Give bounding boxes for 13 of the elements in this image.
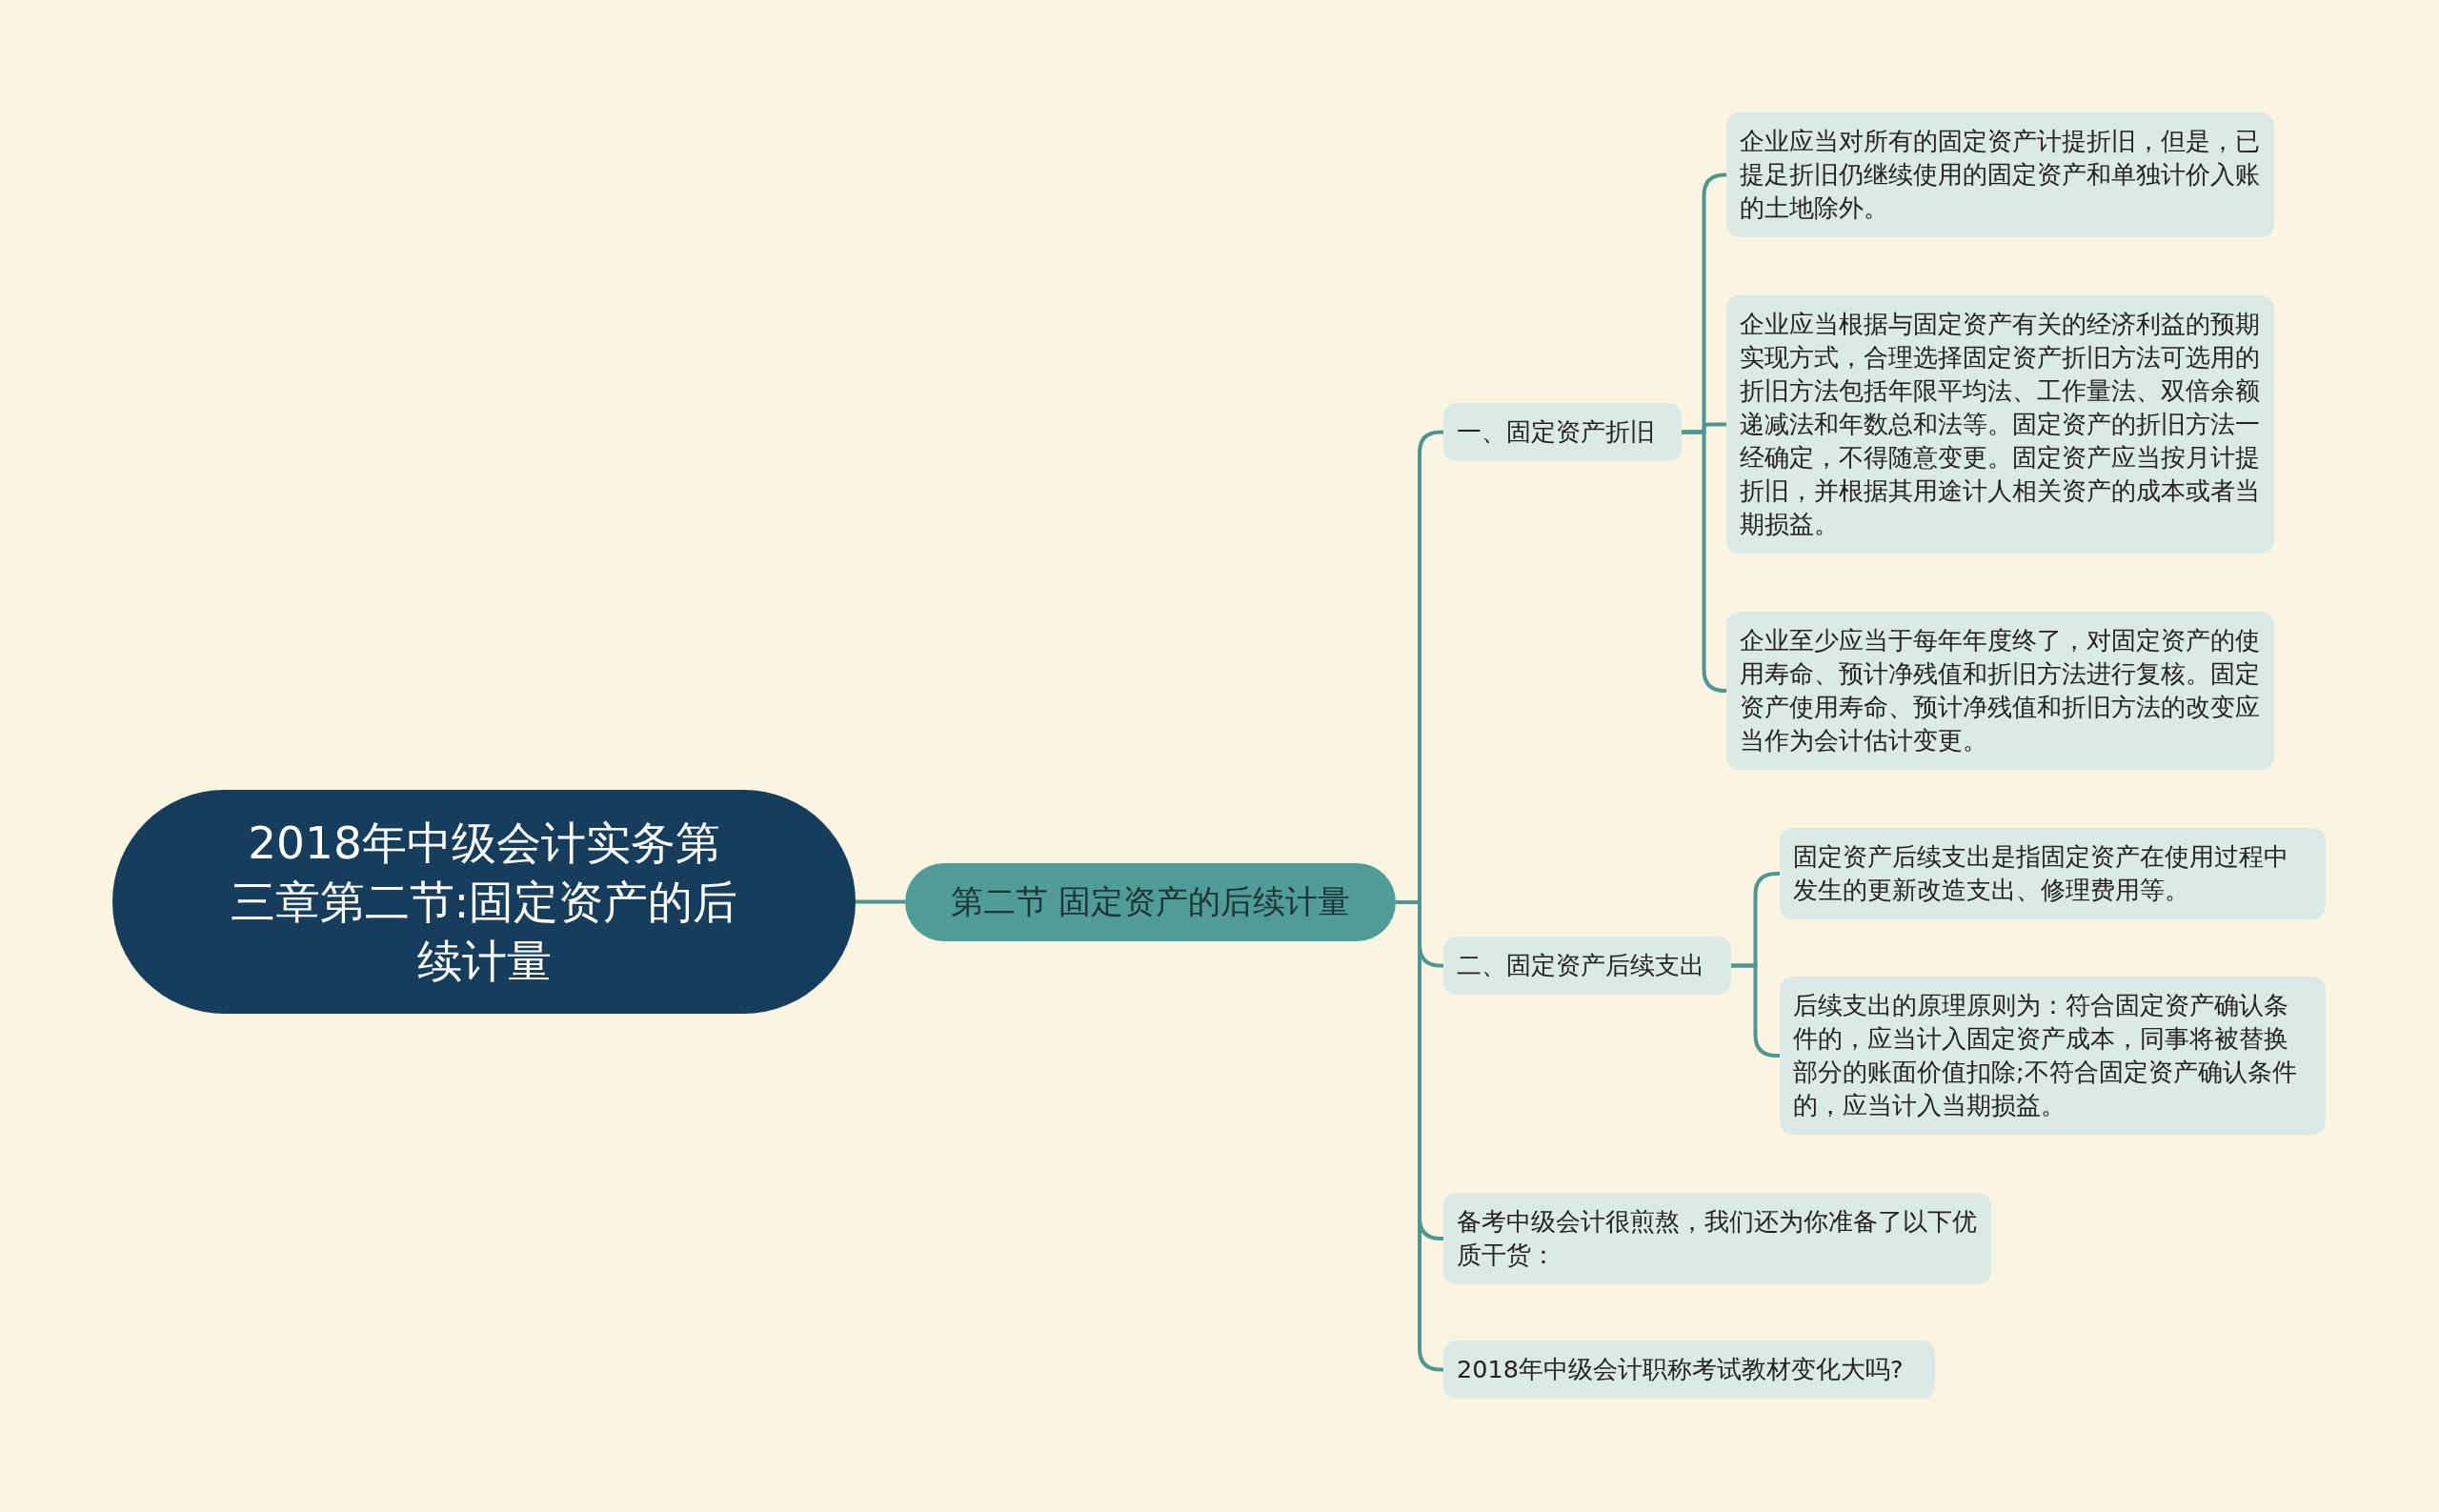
topic-box: 固定资产后续支出是指固定资产在使用过程中发生的更新改造支出、修理费用等。 bbox=[1780, 828, 2326, 919]
topic-box: 企业应当对所有的固定资产计提折旧，但是，已提足折旧仍继续使用的固定资产和单独计价入账的土地除外。 bbox=[1726, 112, 2274, 237]
connector-line bbox=[1396, 900, 1444, 1372]
topic-box: 2018年中级会计职称考试教材变化大吗? bbox=[1443, 1341, 1935, 1399]
topic-box: 一、固定资产折旧 bbox=[1443, 403, 1682, 461]
topic-box: 第二节 固定资产的后续计量 bbox=[905, 863, 1396, 941]
topic-box: 备考中级会计很煎熬，我们还为你准备了以下优质干货： bbox=[1443, 1193, 1991, 1284]
topic-box: 企业应当根据与固定资产有关的经济利益的预期实现方式，合理选择固定资产折旧方法可选用的折旧方法包括年限平均法、工作量法、双倍余额递减法和年数总和法等。固定资产的折旧方法一经确定，不得随意变更。固定资产应当按月计提折旧，并根据其用途计人相关资产的成本或者当期损益。 bbox=[1726, 295, 2274, 554]
topic-box: 后续支出的原理原则为：符合固定资产确认条件的，应当计入固定资产成本，同事将被替换部分的账面价值扣除;不符合固定资产确认条件的，应当计入当期损益。 bbox=[1780, 977, 2326, 1135]
connector-line bbox=[856, 899, 905, 904]
topic-box: 企业至少应当于每年年度终了，对固定资产的使用寿命、预计净残值和折旧方法进行复核。固定资产使用寿命、预计净残值和折旧方法的改变应当作为会计估计变更。 bbox=[1726, 612, 2274, 770]
topic-box: 二、固定资产后续支出 bbox=[1443, 937, 1731, 995]
central-topic: 2018年中级会计实务第三章第二节:固定资产的后续计量 bbox=[112, 790, 856, 1014]
